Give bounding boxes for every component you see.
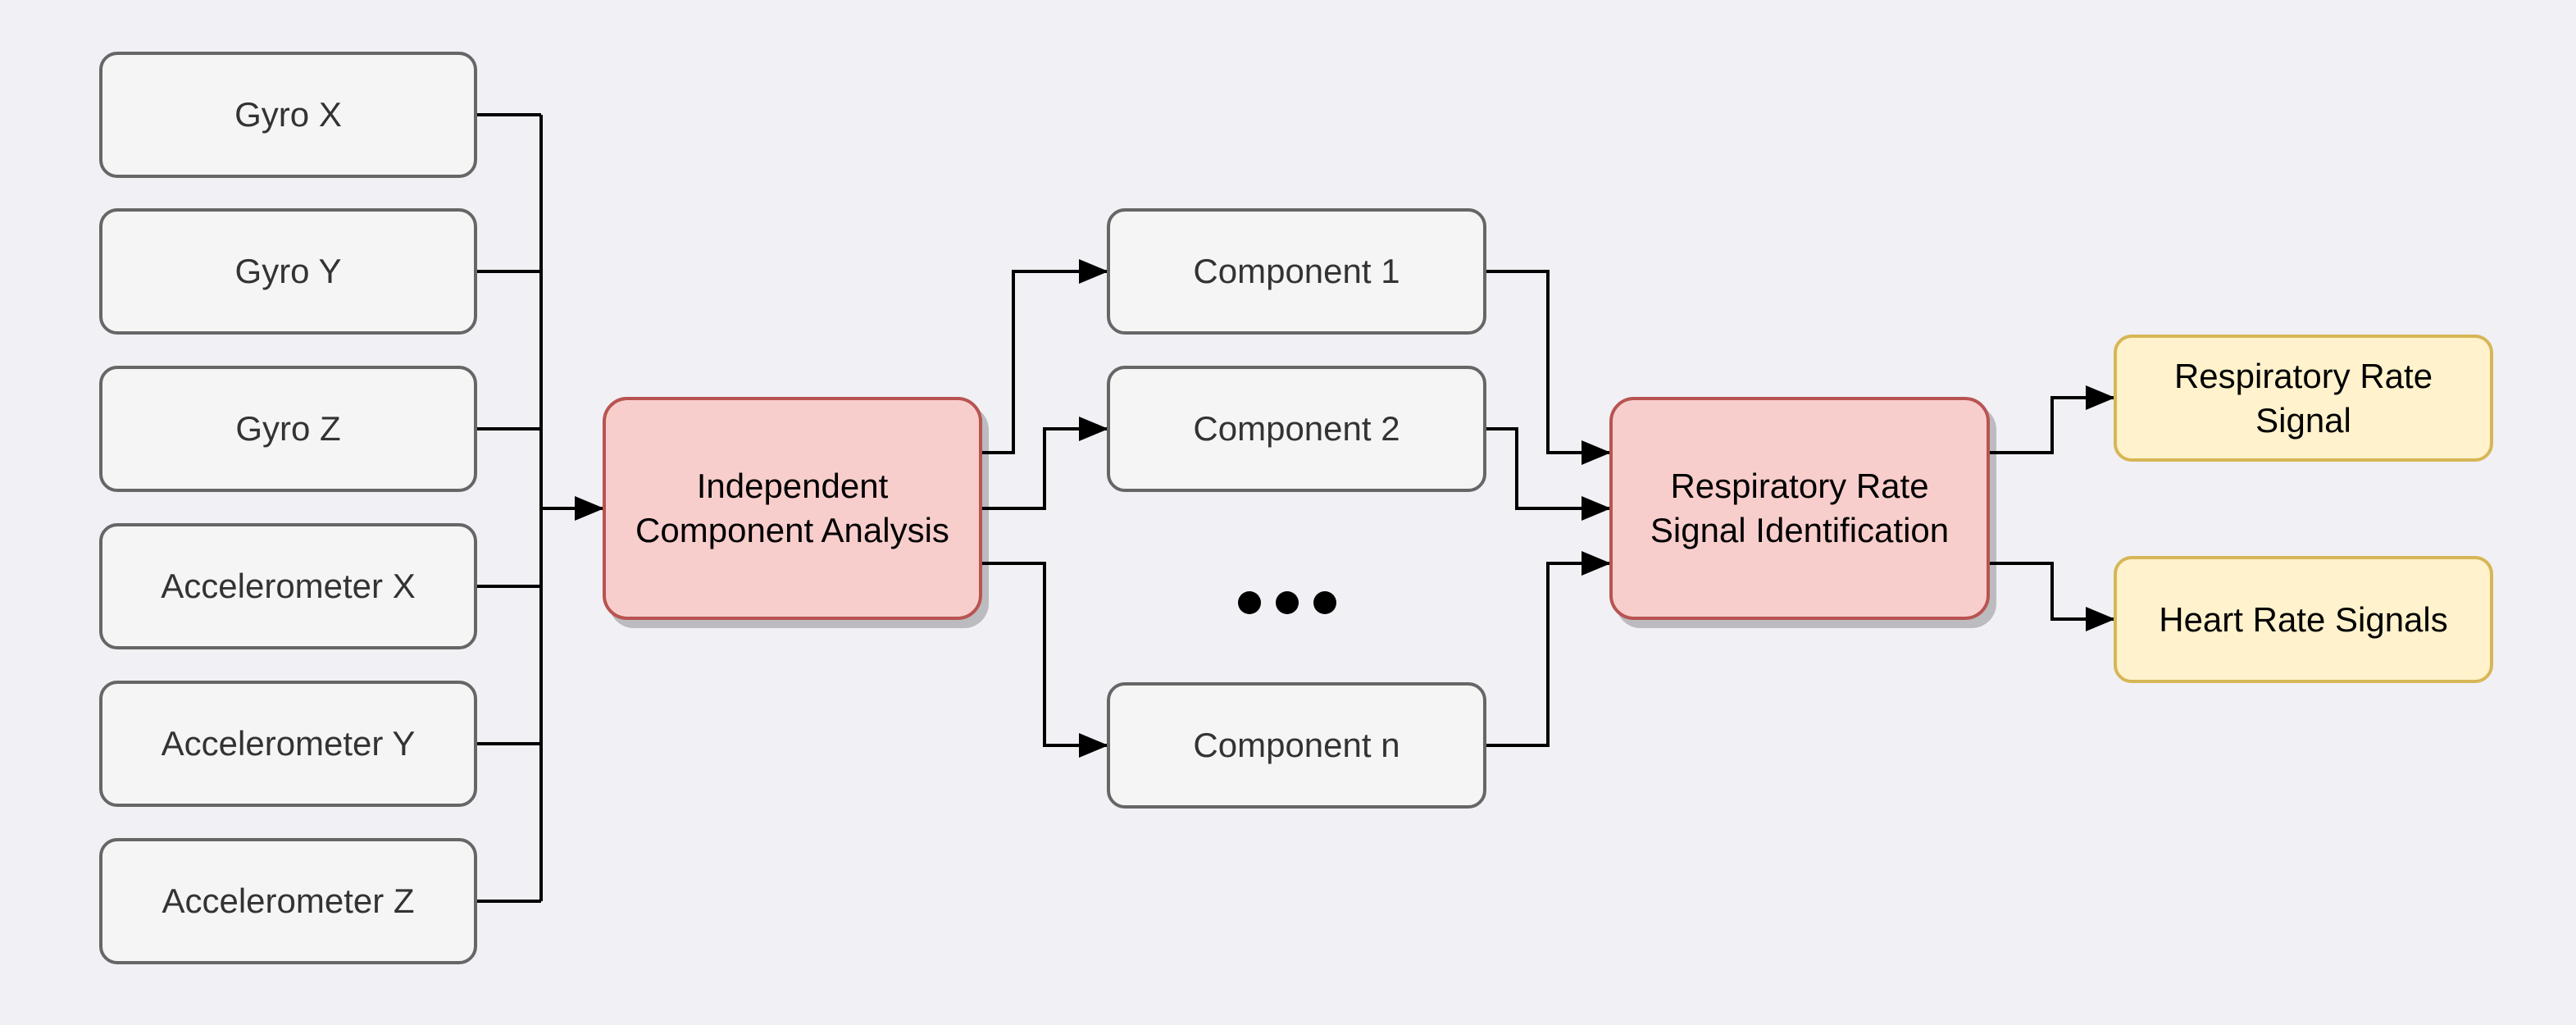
input-accelerometer-y-label: Accelerometer Y (161, 724, 416, 763)
arrow-to-heart-rate-output (1988, 562, 2115, 631)
heart-rate-output: Heart Rate Signals (2114, 556, 2493, 683)
arrow-component-2-to-identification (1485, 427, 1611, 521)
arrow-ica-to-component-2 (981, 417, 1108, 510)
identification-process-label: Respiratory Rate Signal Identification (1650, 467, 1950, 549)
arrow-ica-to-component-n (981, 562, 1108, 758)
input-accelerometer-y: Accelerometer Y (99, 681, 477, 807)
input-gyro-y-label: Gyro Y (234, 252, 342, 291)
input-accelerometer-x-label: Accelerometer X (161, 567, 416, 606)
ica-process-label: Independent Component Analysis (635, 467, 949, 549)
input-gyro-x-label: Gyro X (234, 95, 342, 134)
respiratory-rate-output-label: Respiratory Rate Signal (2173, 356, 2433, 440)
arrow-ica-to-component-1 (981, 259, 1108, 454)
input-gyro-y: Gyro Y (99, 208, 477, 335)
heart-rate-output-label: Heart Rate Signals (2159, 599, 2448, 639)
component-1-label: Component 1 (1193, 252, 1400, 291)
ellipsis-dot (1313, 591, 1336, 614)
component-n: Component n (1107, 682, 1486, 809)
arrow-to-respiratory-output (1988, 385, 2115, 454)
input-gyro-z-label: Gyro Z (235, 409, 341, 449)
input-accelerometer-x: Accelerometer X (99, 523, 477, 649)
input-gyro-z: Gyro Z (99, 366, 477, 492)
identification-process: Respiratory Rate Signal Identification (1609, 397, 1990, 620)
ica-process: Independent Component Analysis (603, 397, 982, 620)
component-2-label: Component 2 (1193, 409, 1400, 449)
arrow-component-n-to-identification (1485, 551, 1611, 747)
component-1: Component 1 (1107, 208, 1486, 335)
input-accelerometer-z-label: Accelerometer Z (162, 882, 415, 921)
component-n-label: Component n (1193, 726, 1400, 765)
input-gyro-x: Gyro X (99, 52, 477, 178)
ellipsis-dot (1238, 591, 1261, 614)
input-accelerometer-z: Accelerometer Z (99, 838, 477, 964)
arrow-component-1-to-identification (1485, 270, 1611, 465)
respiratory-rate-output: Respiratory Rate Signal (2114, 335, 2493, 462)
component-2: Component 2 (1107, 366, 1486, 492)
ellipsis-dot (1276, 591, 1299, 614)
ellipsis-icon (1238, 582, 1336, 623)
